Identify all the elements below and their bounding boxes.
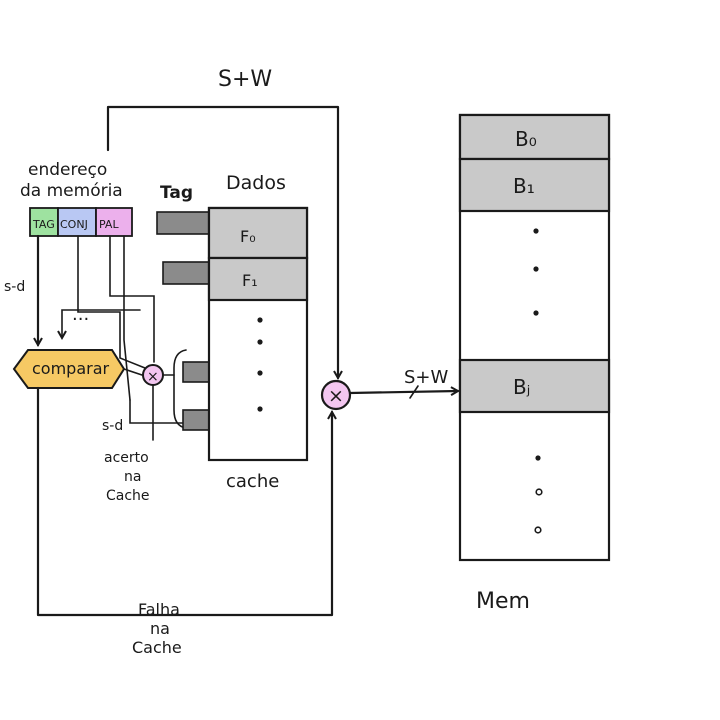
mux-gate-symbol: × <box>328 385 344 407</box>
address-label-line1: endereço <box>28 160 107 180</box>
mem-dot-1 <box>533 228 539 234</box>
mem-dot-3 <box>533 310 539 316</box>
hit-label-line1: acerto <box>104 450 149 466</box>
cache-structure: F₀ F₁ <box>156 206 309 462</box>
data-header: Dados <box>226 172 286 194</box>
field-conj-label: CONJ <box>60 218 88 231</box>
mux-gate: × <box>320 379 352 411</box>
mem-block-0-label: B₀ <box>515 127 537 151</box>
field-tag-label: TAG <box>32 218 55 231</box>
mem-block-j <box>458 358 611 414</box>
memory-label: Mem <box>476 589 530 614</box>
hit-gate-symbol: × <box>147 369 159 385</box>
cache-line-0 <box>207 206 309 260</box>
tag-header: Tag <box>160 183 193 203</box>
cache-dot-4 <box>257 406 263 412</box>
cache-dot-1 <box>257 317 263 323</box>
cache-line-0-label: F₀ <box>240 227 256 246</box>
top-bus-label: S+W <box>218 67 272 92</box>
cache-dot-3 <box>257 370 263 376</box>
compare-block: comparar <box>12 349 126 389</box>
conj-wire <box>77 235 146 369</box>
mem-bus-tick <box>409 385 419 399</box>
tag-bar-2 <box>182 361 210 383</box>
mem-dot-6 <box>534 526 542 534</box>
mem-block-1-label: B₁ <box>513 174 535 198</box>
mem-dot-4 <box>535 455 541 461</box>
mux-gate-circle <box>320 379 352 411</box>
feedback-wire <box>62 309 141 338</box>
conj-down-wire <box>123 235 131 401</box>
cache-label: cache <box>226 471 279 492</box>
cache-dot-2 <box>257 339 263 345</box>
address-label-line2: da memória <box>20 181 123 201</box>
tag-bar-3 <box>182 409 210 431</box>
mem-block-1 <box>458 157 611 213</box>
s-d-bottom-label: s-d <box>102 418 123 434</box>
compare-label: comparar <box>32 359 110 378</box>
tag-selector-bracket <box>173 349 187 429</box>
top-bus-line <box>106 105 338 378</box>
miss-line <box>36 386 332 617</box>
hit-label-line3: Cache <box>106 488 150 504</box>
mem-block-0 <box>458 113 611 161</box>
s-d-left-label: s-d <box>4 279 25 295</box>
hit-label-line2: na <box>124 469 141 485</box>
field-pal-label: PAL <box>99 218 119 231</box>
miss-label-line1: Falha <box>138 600 180 619</box>
mem-block-j-label: Bⱼ <box>513 375 530 399</box>
main-memory: B₀ B₁ Bⱼ <box>458 113 611 562</box>
cache-line-1 <box>207 256 309 302</box>
miss-label-line2: na <box>150 619 170 638</box>
hit-gate: × <box>142 364 164 386</box>
miss-label-line3: Cache <box>132 638 182 657</box>
cache-line-1-label: F₁ <box>242 271 258 290</box>
ellipsis: ... <box>72 304 89 325</box>
pal-wire <box>109 235 155 363</box>
tag-bar-1 <box>162 261 210 285</box>
mem-dot-2 <box>533 266 539 272</box>
mem-bus-line <box>348 391 458 393</box>
field-pal-box <box>95 207 133 237</box>
compare-to-gate-line <box>123 368 143 376</box>
mem-dot-5 <box>535 488 543 496</box>
mem-bus-label: S+W <box>404 367 449 388</box>
tag-bar-0 <box>156 211 210 235</box>
address-fields: TAG CONJ PAL <box>29 207 133 237</box>
